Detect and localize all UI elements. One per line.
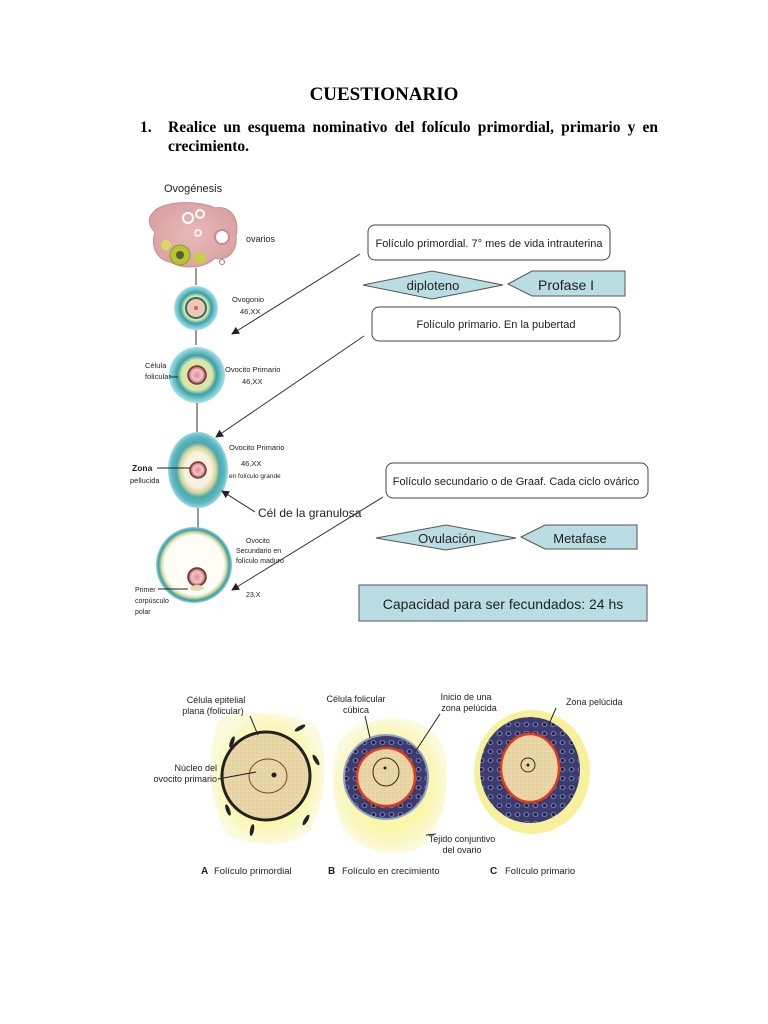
label-ovocito-primario: Ovocito Primario xyxy=(225,365,280,374)
label-celula-folicular-1: Célula xyxy=(145,361,167,370)
pointer-line xyxy=(217,771,257,780)
label-zona-pellucida-2: pellucida xyxy=(130,476,160,485)
callout-profase: Profase I xyxy=(506,270,626,297)
label-ovocito-primario-2: Ovocito Primario xyxy=(229,443,284,452)
pointer-line xyxy=(548,707,557,725)
label-primer-corpusculo-3: polar xyxy=(135,609,151,616)
label-celula-epitelial-2: plana (folicular) xyxy=(182,706,244,716)
callout-profase-text: Profase I xyxy=(538,277,594,293)
follicle-figure: Célula epitelial plana (folicular) Núcle… xyxy=(153,692,622,877)
page-title: CUESTIONARIO xyxy=(309,84,459,105)
ovogonio-cell xyxy=(174,286,218,330)
ovocito-primario-folicular-cell xyxy=(168,432,228,508)
ovocito-secundario-cell xyxy=(156,527,232,603)
arrow-secundario xyxy=(231,496,384,591)
arrow-primario xyxy=(215,335,365,438)
label-inicio-zona-1: Inicio de una xyxy=(440,692,491,702)
callout-diploteno: diploteno xyxy=(362,270,504,300)
label-celula-epitelial-1: Célula epitelial xyxy=(187,695,246,705)
label-ovocito-primario-karyotype: 46,XX xyxy=(242,377,262,386)
label-zona-pellucida-1: Zona xyxy=(132,463,153,473)
follicle-primary xyxy=(474,710,590,834)
callout-metafase-text: Metafase xyxy=(553,531,606,546)
label-celula-folicular-2: folicular xyxy=(145,372,171,381)
label-ovocito-secundario-3: folículo maduro xyxy=(236,558,284,565)
label-ovarios: ovarios xyxy=(246,234,276,244)
pointer-line xyxy=(414,713,441,753)
label-ovocito-primario-2-note: en folículo grande xyxy=(229,473,281,480)
caption-b: B Folículo en crecimiento xyxy=(328,866,440,877)
callout-secundario-text: Folículo secundario o de Graaf. Cada cic… xyxy=(393,476,639,488)
label-primer-corpusculo-1: Primer xyxy=(135,587,156,594)
label-inicio-zona-2: zona pelúcida xyxy=(441,703,497,713)
callout-capacidad: Capacidad para ser fecundados: 24 hs xyxy=(358,584,648,622)
pointer-line xyxy=(249,715,259,736)
callout-primordial-text: Folículo primordial. 7° mes de vida intr… xyxy=(376,238,604,250)
label-nucleo-2: ovocito primario xyxy=(153,774,217,784)
callout-ovulacion: Ovulación xyxy=(375,524,517,551)
label-tejido-1: Tejido conjuntivo xyxy=(429,834,496,844)
callout-metafase: Metafase xyxy=(519,524,638,550)
caption-c: C Folículo primario xyxy=(490,866,575,877)
label-celula-cubica-1: Célula folicular xyxy=(326,694,385,704)
caption-a: A Folículo primordial xyxy=(201,866,292,877)
caption-c-letter: C xyxy=(490,866,497,877)
label-ovocito-secundario-2: Secundario en xyxy=(236,548,281,555)
caption-b-text: Folículo en crecimiento xyxy=(342,866,440,877)
caption-a-text: Folículo primordial xyxy=(214,866,292,877)
ovary-illustration xyxy=(148,202,238,268)
callout-primario-text: Folículo primario. En la pubertad xyxy=(417,319,576,331)
pointer-arrow xyxy=(221,490,256,513)
label-ovocito-secundario-1: Ovocito xyxy=(246,538,270,545)
ovogenesis-heading: Ovogénesis xyxy=(164,183,223,195)
callout-diploteno-text: diploteno xyxy=(407,278,460,293)
callout-primario: Folículo primario. En la pubertad xyxy=(371,306,621,342)
label-zona-pelucida: Zona pelúcida xyxy=(566,697,623,707)
pointer-line xyxy=(425,833,437,836)
callout-ovulacion-text: Ovulación xyxy=(418,531,476,546)
label-primer-corpusculo-2: corpúsculo xyxy=(135,598,169,605)
caption-b-letter: B xyxy=(328,866,335,877)
label-ovogonio-karyotype: 46,XX xyxy=(240,307,260,316)
label-ovocito-secundario-karyotype: 23,X xyxy=(246,592,261,599)
label-celula-cubica-2: cúbica xyxy=(343,705,369,715)
label-nucleo-1: Núcleo del xyxy=(174,763,217,773)
pointer-line xyxy=(364,715,371,739)
question-1: 1. Realice un esquema nominativo del fol… xyxy=(140,118,658,156)
callout-capacidad-text: Capacidad para ser fecundados: 24 hs xyxy=(383,596,624,612)
label-tejido-2: del ovario xyxy=(442,845,481,855)
question-text: Realice un esquema nominativo del folícu… xyxy=(168,119,658,155)
callout-primordial: Folículo primordial. 7° mes de vida intr… xyxy=(367,224,611,261)
ovocito-primario-cell xyxy=(169,347,225,403)
label-cel-granulosa: Cél de la granulosa xyxy=(258,506,362,520)
arrow-primordial xyxy=(231,253,361,335)
follicle-growing xyxy=(332,718,448,853)
callout-secundario: Folículo secundario o de Graaf. Cada cic… xyxy=(385,462,649,499)
caption-c-text: Folículo primario xyxy=(505,866,575,877)
follicle-primordial xyxy=(210,713,325,844)
caption-a-letter: A xyxy=(201,866,208,877)
label-ovocito-primario-2-karyotype: 46,XX xyxy=(241,459,261,468)
ovogenesis-figure: Ovogénesis ovarios Ovogonio 46,XX xyxy=(130,183,362,616)
question-number: 1. xyxy=(140,119,152,136)
label-ovogonio: Ovogonio xyxy=(232,295,264,304)
